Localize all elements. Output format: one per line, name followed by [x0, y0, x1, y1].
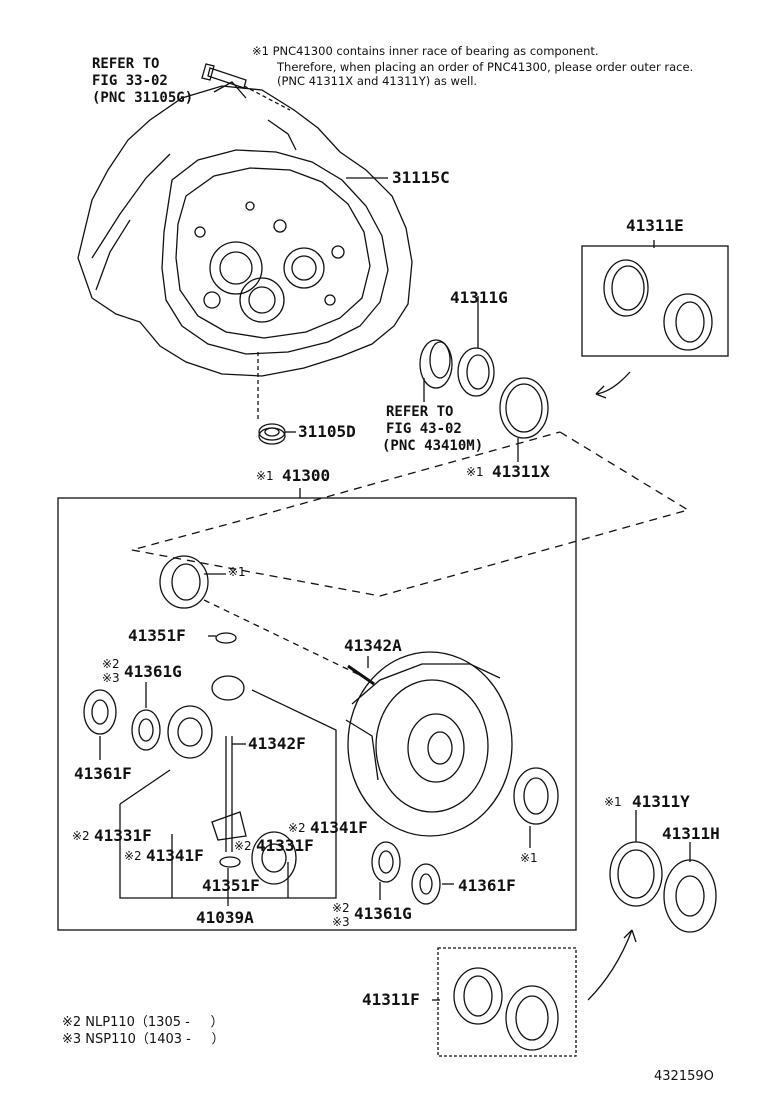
ref-mid-line-2: FIG 43-02 — [386, 421, 462, 437]
label-41311y[interactable]: 41311Y — [632, 792, 690, 811]
label-41300[interactable]: 41300 — [282, 466, 331, 485]
label-41342a[interactable]: 41342A — [344, 636, 402, 655]
label-41361g-bottom[interactable]: 41361G — [354, 904, 412, 923]
label-41311f[interactable]: 41311F — [362, 990, 420, 1009]
mark-1-41311y: ※1 — [604, 795, 622, 809]
bearing-41311f-drawing — [453, 967, 559, 1051]
seal-31105d-drawing — [258, 423, 286, 445]
label-41361f-right[interactable]: 41361F — [458, 876, 516, 895]
mark-2-41331f-right: ※2 — [234, 839, 252, 853]
label-41039a[interactable]: 41039A — [196, 908, 254, 927]
label-41361g-top[interactable]: 41361G — [124, 662, 182, 681]
ref-mid-line-1: REFER TO — [386, 404, 454, 420]
label-41351f-top[interactable]: 41351F — [128, 626, 186, 645]
side-gear-left-drawing — [167, 705, 213, 759]
differential-case-drawing — [345, 651, 513, 837]
label-31115c[interactable]: 31115C — [392, 168, 450, 187]
bolt-drawing — [201, 63, 247, 89]
label-41351f-bottom[interactable]: 41351F — [202, 876, 260, 895]
ref-mid-line-3: (PNC 43410M) — [382, 438, 484, 454]
mark-1-left-race: ※1 — [228, 565, 246, 579]
note-line-3: (PNC 41311X and 41311Y) as well. — [277, 74, 478, 88]
label-41331f-right[interactable]: 41331F — [256, 836, 314, 855]
label-41341f-bottom[interactable]: 41341F — [146, 846, 204, 865]
figure-id: 432159O — [654, 1069, 714, 1084]
footnote-2: ※2 NLP110（1305 - ） — [62, 1015, 224, 1030]
note-line-2: Therefore, when placing an order of PNC4… — [277, 60, 694, 74]
label-41331f-left[interactable]: 41331F — [94, 826, 152, 845]
mark-2-41341f-bottom: ※2 — [124, 849, 142, 863]
label-41311g[interactable]: 41311G — [450, 288, 508, 307]
mark-2-41341f-right: ※2 — [288, 821, 306, 835]
mark-1-41311x: ※1 — [466, 465, 484, 479]
ref-top-line-1: REFER TO — [92, 56, 160, 72]
label-41341f-right[interactable]: 41341F — [310, 818, 368, 837]
mark-3-41361g-top: ※3 — [102, 671, 120, 685]
mark-3-41361g-bottom: ※3 — [332, 915, 350, 929]
mark-2-41361g-top: ※2 — [102, 657, 120, 671]
label-31105d[interactable]: 31105D — [298, 422, 356, 441]
race-left-drawing — [159, 555, 209, 609]
label-41311x[interactable]: 41311X — [492, 462, 550, 481]
mark-1-right-bearing: ※1 — [520, 851, 538, 865]
footnote-3: ※3 NSP110（1403 - ） — [62, 1032, 225, 1047]
label-41342f[interactable]: 41342F — [248, 734, 306, 753]
note-line-1: ※1 PNC41300 contains inner race of beari… — [252, 44, 599, 58]
label-41361f-left[interactable]: 41361F — [74, 764, 132, 783]
mark-2-41361g-bottom: ※2 — [332, 901, 350, 915]
ref-top-line-2: FIG 33-02 — [92, 73, 168, 89]
bearing-41311e-drawing — [603, 259, 713, 351]
mark-2-41331f-left: ※2 — [72, 829, 90, 843]
bearing-41311g-drawing — [419, 339, 549, 439]
transmission-case-drawing — [77, 81, 413, 377]
mark-1-41300: ※1 — [256, 469, 274, 483]
ref-top-line-3: (PNC 31105G) — [92, 90, 194, 106]
label-41311e[interactable]: 41311E — [626, 216, 684, 235]
label-41311h[interactable]: 41311H — [662, 824, 720, 843]
